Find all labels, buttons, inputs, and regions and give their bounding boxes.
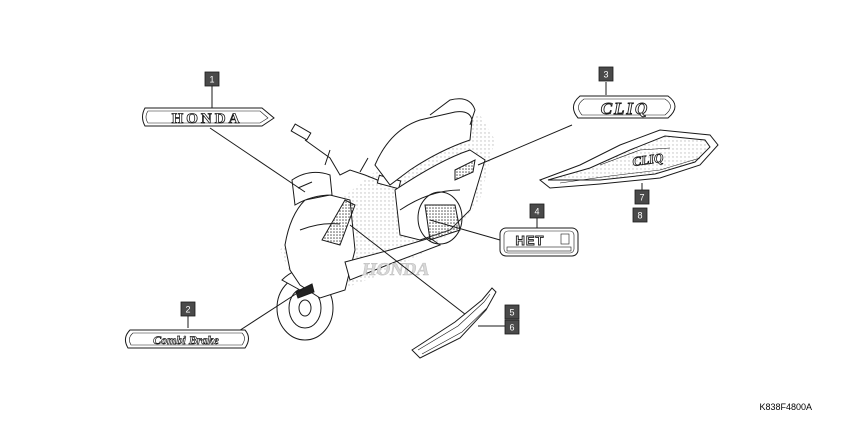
combi-brake-text: Combi Brake xyxy=(153,333,219,347)
cliq-emblem: CLIQ xyxy=(573,95,676,119)
callout-6-label: 6 xyxy=(509,323,514,333)
seat xyxy=(374,111,473,186)
callout-4: 4 xyxy=(529,203,545,219)
callout-1-label: 1 xyxy=(209,75,214,85)
callout-3: 3 xyxy=(598,66,614,82)
stripe-5-6 xyxy=(411,287,497,359)
callout-3-label: 3 xyxy=(603,70,608,80)
callout-2-label: 2 xyxy=(185,305,190,315)
scooter-illustration: HONDA xyxy=(276,98,495,341)
honda-emblem-text: HONDA xyxy=(172,111,243,127)
stripe-cliq-text: CLIQ xyxy=(632,150,665,169)
headlight xyxy=(291,171,333,206)
leader-lines xyxy=(187,82,643,339)
callout-8: 8 xyxy=(632,207,648,223)
rear-wheel xyxy=(417,191,463,245)
cliq-emblem-text: CLIQ xyxy=(601,99,650,118)
front-decal-area xyxy=(321,199,356,246)
rear-decal-area xyxy=(454,159,476,181)
diagram-code: K838F4800A xyxy=(759,402,812,412)
callout-7-label: 7 xyxy=(639,193,644,203)
stripe-7-8: CLIQ xyxy=(539,129,719,189)
side-honda-ghost: HONDA xyxy=(361,259,431,279)
callout-5-label: 5 xyxy=(509,308,514,318)
callout-7: 7 xyxy=(634,189,650,205)
combi-brake-emblem: Combi Brake xyxy=(124,329,249,349)
callout-1: 1 xyxy=(204,71,220,87)
callout-8-label: 8 xyxy=(637,211,642,221)
handlebar xyxy=(304,139,391,186)
honda-emblem: HONDA xyxy=(142,107,275,127)
het-emblem-text: HET xyxy=(516,233,545,248)
callout-4-label: 4 xyxy=(534,207,539,217)
callout-2: 2 xyxy=(180,301,196,317)
floorboard xyxy=(344,237,442,281)
grab-rail xyxy=(429,98,476,126)
het-emblem: HET xyxy=(499,227,579,257)
callout-5: 5 xyxy=(504,304,520,320)
callout-6: 6 xyxy=(504,319,520,335)
